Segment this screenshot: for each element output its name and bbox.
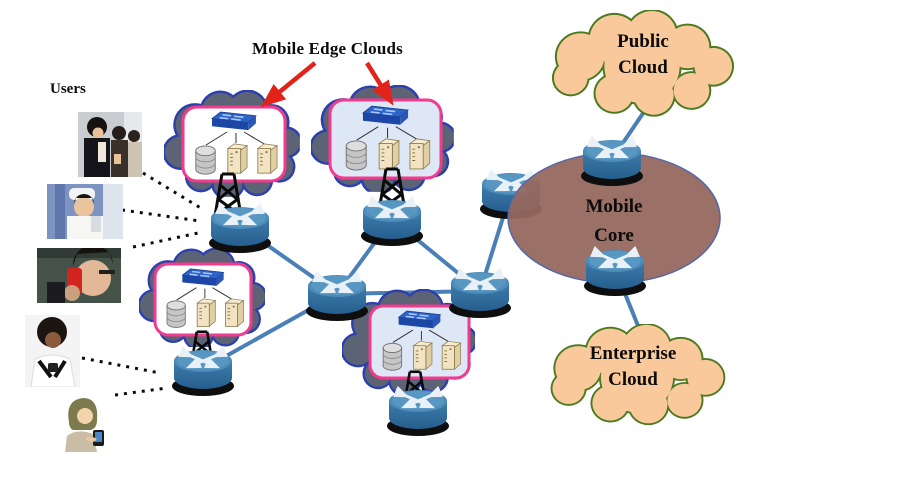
user-photo-1: [78, 112, 142, 177]
public-cloud-label-line1: Public: [617, 31, 669, 52]
user-photo-2: [47, 184, 123, 239]
core-top-router-icon: [581, 140, 643, 186]
edge-cloud-3-box: [153, 262, 253, 337]
enterprise-cloud-label: Enterprise Cloud: [548, 341, 718, 393]
mobile-core-label: Mobile Core: [554, 192, 674, 250]
mobile-edge-clouds-label: Mobile Edge Clouds: [252, 39, 403, 58]
user-access-links: [81, 171, 205, 397]
user-photo-4: [25, 315, 80, 387]
enterprise-cloud-label-line1: Enterprise: [589, 343, 677, 364]
edge-router-2-icon: [361, 200, 423, 246]
annotation-arrows: [260, 61, 394, 108]
user-photo-3: [37, 248, 121, 303]
public-cloud-label-line2: Cloud: [618, 57, 668, 78]
edge-router-3-icon: [172, 350, 234, 396]
edge-cloud-1-box: [181, 105, 287, 183]
edge-router-1-icon: [209, 207, 271, 253]
mobile-core-label-line1: Mobile: [585, 196, 643, 217]
user-photo-5: [53, 392, 115, 452]
right-router-icon: [449, 272, 511, 318]
edge-cloud-2-box: [328, 98, 443, 180]
center-router-icon: [306, 275, 368, 321]
edge-router-4-icon: [387, 390, 449, 436]
users-label: Users: [50, 81, 86, 97]
core-bottom-router-icon: [584, 250, 646, 296]
enterprise-cloud-label-line2: Cloud: [608, 369, 658, 390]
mobile-core-label-line2: Core: [594, 225, 634, 246]
public-cloud-label: Public Cloud: [553, 29, 733, 81]
edge-cloud-4-box: [368, 304, 471, 380]
